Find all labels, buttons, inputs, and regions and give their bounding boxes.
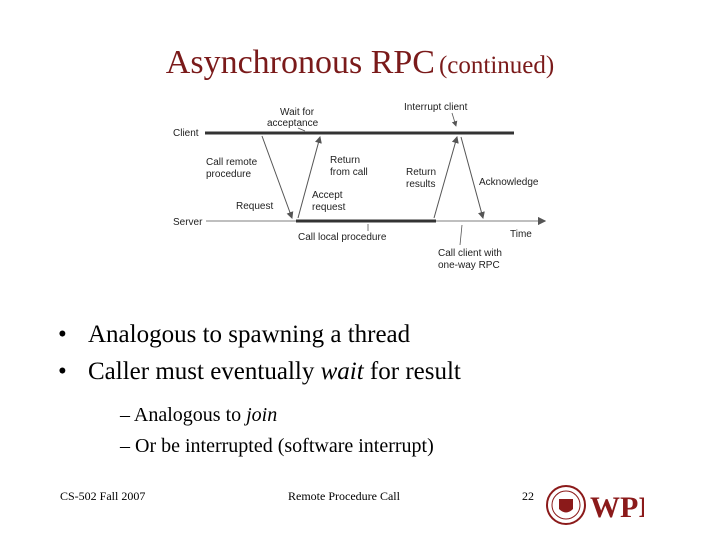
- wpi-logo-text: WPI: [590, 491, 644, 524]
- return-results-line2: results: [406, 179, 435, 190]
- wpi-logo: WPI: [546, 485, 644, 525]
- return-from-call-line1: Return: [330, 155, 360, 166]
- server-label: Server: [173, 217, 203, 228]
- sub-bullet-item: – Analogous to join: [120, 400, 698, 431]
- sub-bullet-text: Analogous to: [133, 404, 247, 426]
- wait-for-acceptance-line1: Wait for: [280, 107, 315, 118]
- acknowledge-label: Acknowledge: [479, 177, 539, 188]
- footer-course: CS-502 Fall 2007: [60, 489, 146, 503]
- bullet-emphasis: wait: [320, 358, 364, 385]
- call-remote-procedure-line1: Call remote: [206, 157, 258, 168]
- footer-topic: Remote Procedure Call: [288, 489, 400, 503]
- accept-request-line2: request: [312, 202, 346, 213]
- time-label: Time: [510, 229, 532, 240]
- request-arrow: [261, 135, 294, 219]
- bullet-item: • Analogous to spawning a thread: [58, 316, 698, 353]
- wait-pointer: [297, 127, 306, 132]
- one-way-pointer: [459, 224, 463, 246]
- wpi-seal-icon: [546, 485, 586, 525]
- page-number: 22: [522, 489, 534, 503]
- call-client-one-way-line1: Call client with: [438, 248, 502, 259]
- slide-title: Asynchronous RPC (continued): [0, 44, 720, 82]
- sub-bullet-item: – Or be interrupted (software interrupt): [120, 431, 698, 462]
- bullet-list: • Analogous to spawning a thread • Calle…: [58, 316, 698, 462]
- async-rpc-timeline-diagram: Client Server Wait for acceptance Interr…: [173, 102, 547, 271]
- wait-for-acceptance-line2: acceptance: [267, 118, 319, 129]
- bullet-dot: •: [58, 321, 67, 348]
- call-remote-procedure-line2: procedure: [206, 169, 251, 180]
- sub-bullet-dash: –: [120, 404, 130, 426]
- bullet-dot: •: [58, 358, 67, 385]
- bullet-text-tail: for result: [363, 358, 461, 385]
- accept-request-line1: Accept: [312, 190, 343, 201]
- bullet-text: Analogous to spawning a thread: [88, 321, 411, 348]
- request-label: Request: [236, 201, 273, 212]
- sub-bullet-text: Or be interrupted (software interrupt): [135, 435, 434, 457]
- return-results-arrow: [433, 136, 459, 219]
- acknowledge-arrow: [460, 136, 485, 219]
- bullet-item: • Caller must eventually wait for result: [58, 353, 698, 390]
- sub-bullet-list: – Analogous to join – Or be interrupted …: [58, 400, 698, 462]
- interrupt-client-label: Interrupt client: [404, 102, 468, 113]
- slide-title-sub: (continued): [438, 52, 555, 79]
- accept-request-arrow: [297, 136, 322, 219]
- return-from-call-line2: from call: [330, 167, 368, 178]
- bullet-text: Caller must eventually: [88, 358, 321, 385]
- sub-bullet-dash: –: [120, 435, 130, 457]
- return-results-line1: Return: [406, 167, 436, 178]
- call-local-procedure-label: Call local procedure: [298, 232, 387, 243]
- sub-bullet-emphasis: join: [246, 404, 278, 426]
- slide-title-main: Asynchronous RPC: [165, 44, 435, 81]
- call-client-one-way-line2: one-way RPC: [438, 260, 500, 271]
- interrupt-pointer: [451, 112, 458, 127]
- client-label: Client: [173, 128, 199, 139]
